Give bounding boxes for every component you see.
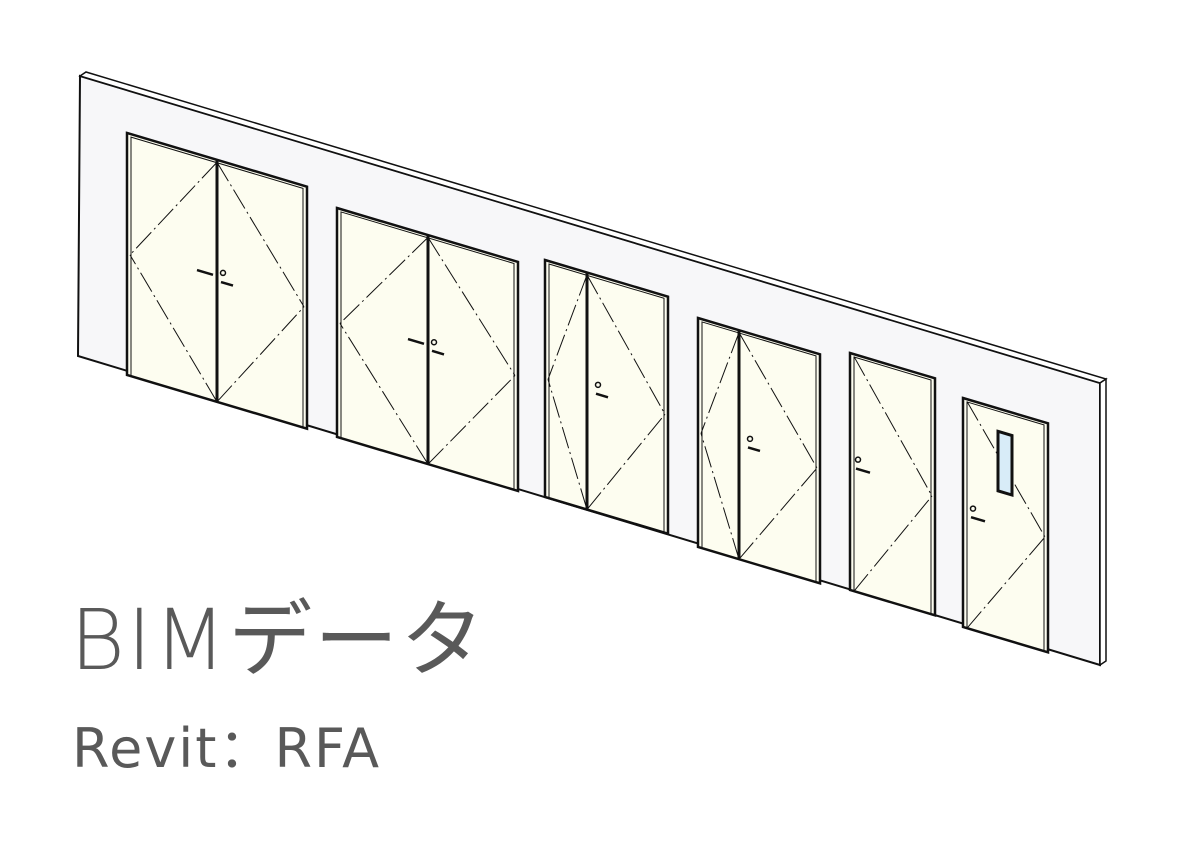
lock-icon bbox=[594, 381, 602, 389]
swing-line bbox=[586, 413, 666, 510]
lock-icon bbox=[854, 456, 862, 463]
handle-icon bbox=[407, 337, 425, 346]
single-door-icon bbox=[848, 351, 937, 618]
swing-line bbox=[586, 274, 666, 415]
handle-icon bbox=[196, 268, 214, 276]
handle-icon bbox=[970, 515, 986, 523]
swing-line bbox=[853, 495, 933, 592]
handle-icon bbox=[595, 392, 609, 399]
door-leaf-outline bbox=[853, 356, 932, 615]
handle-icon bbox=[855, 467, 871, 474]
door-frame bbox=[848, 351, 937, 618]
swing-line bbox=[339, 323, 429, 465]
vision-panel-door-icon bbox=[961, 396, 1050, 655]
swing-line bbox=[700, 332, 740, 434]
double-door-icon bbox=[125, 131, 309, 431]
unequal-double-door-icon bbox=[543, 258, 670, 536]
lock-icon bbox=[969, 505, 977, 512]
swing-line bbox=[427, 237, 516, 376]
swing-line bbox=[547, 274, 588, 380]
swing-line bbox=[216, 161, 305, 308]
swing-line bbox=[853, 356, 933, 497]
page-title: BIMデータ bbox=[70, 591, 487, 689]
door-leaf-outline bbox=[340, 211, 515, 491]
double-door-icon bbox=[335, 206, 520, 493]
swing-line bbox=[129, 161, 218, 256]
swing-line bbox=[427, 375, 516, 465]
wall-side-edge bbox=[1099, 377, 1107, 667]
handle-icon bbox=[747, 446, 761, 453]
swing-line bbox=[216, 306, 305, 403]
door-leaf-outline bbox=[701, 321, 817, 583]
lock-icon bbox=[430, 338, 438, 346]
handle-icon bbox=[431, 349, 445, 356]
door-frame bbox=[961, 396, 1050, 655]
handle-icon bbox=[220, 280, 234, 287]
unequal-double-door-icon bbox=[696, 316, 822, 586]
doors-group bbox=[125, 131, 1050, 655]
door-leaf-outline bbox=[130, 136, 304, 429]
vision-panel bbox=[996, 429, 1014, 498]
door-leaf-outline bbox=[548, 263, 665, 534]
page-subtitle: Revit：RFA bbox=[72, 717, 382, 780]
swing-line bbox=[339, 237, 429, 324]
swing-line bbox=[129, 254, 218, 403]
lock-icon bbox=[219, 269, 227, 277]
door-leaf-outline bbox=[966, 401, 1045, 652]
swing-line bbox=[966, 536, 1046, 629]
swing-line bbox=[700, 433, 740, 560]
swing-line bbox=[738, 332, 818, 469]
lock-icon bbox=[746, 435, 754, 443]
swing-line bbox=[738, 467, 818, 560]
swing-line bbox=[547, 379, 588, 510]
